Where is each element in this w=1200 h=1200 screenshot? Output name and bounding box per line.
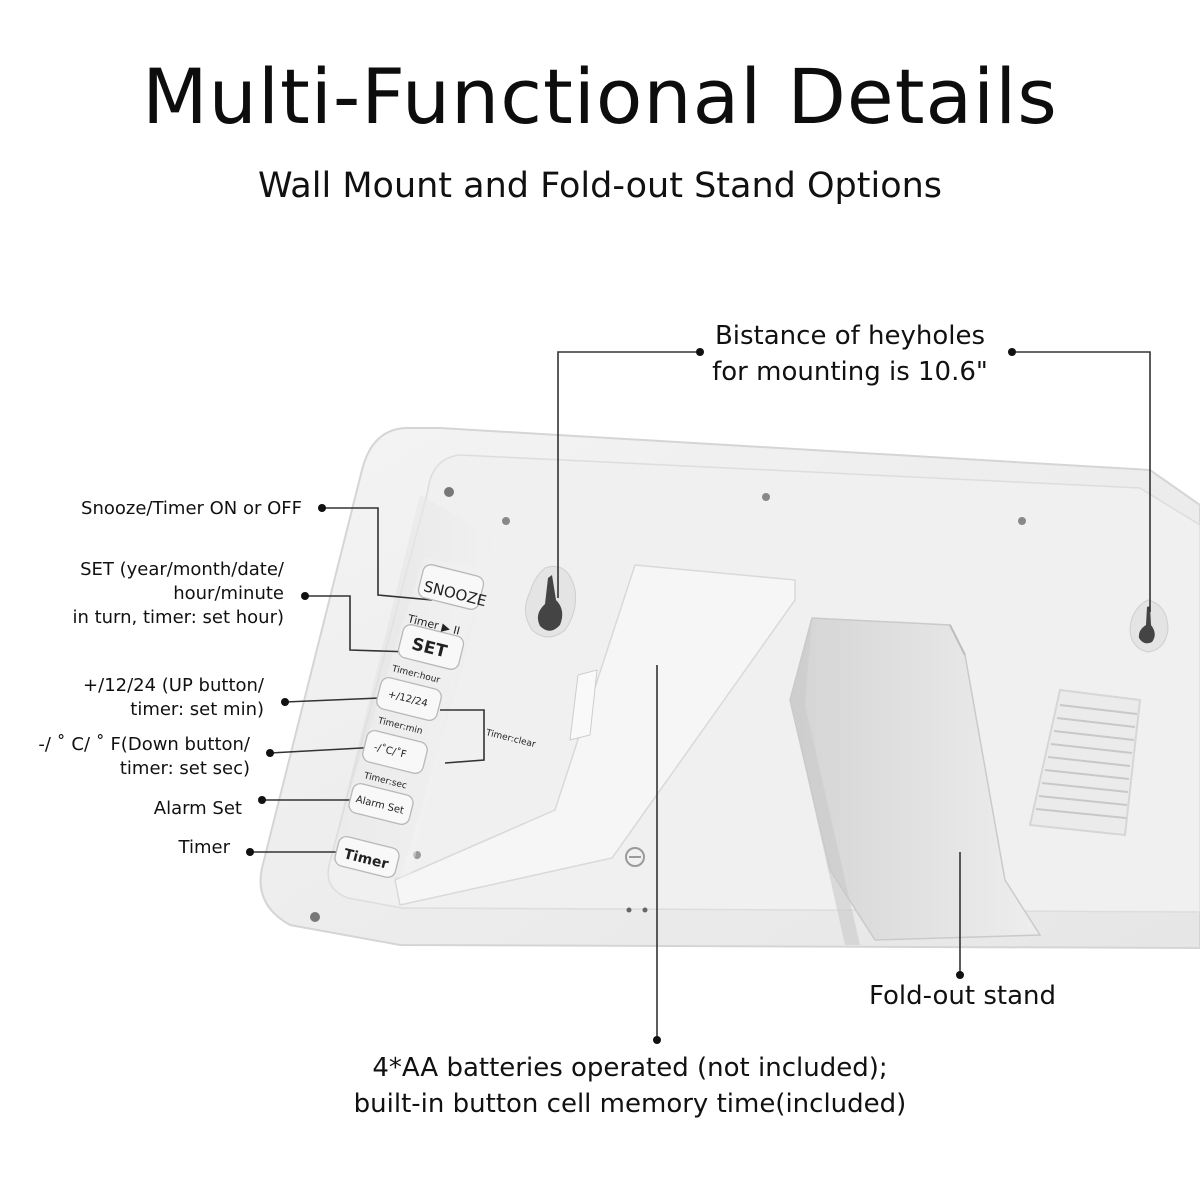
callout-stand: Fold-out stand (868, 981, 1057, 1011)
callout-set: SET (year/month/date/ hour/minute in tur… (20, 558, 284, 630)
speaker-grille (1028, 688, 1142, 837)
button-outlines (334, 564, 485, 879)
page-subtitle: Wall Mount and Fold-out Stand Options (257, 166, 943, 206)
callout-down: -/ ˚ C/ ˚ F(Down button/ timer: set sec) (10, 733, 250, 781)
screw-hole (1018, 517, 1026, 525)
screw-hole (444, 487, 454, 497)
callout-keyholes-line2: for mounting is 10.6" (712, 357, 988, 387)
callout-down-line1: -/ ˚ C/ ˚ F(Down button/ (38, 734, 250, 755)
battery-cover (394, 564, 796, 906)
callout-alarm: Alarm Set (153, 798, 242, 819)
keyhole-left (525, 565, 576, 638)
callout-set-line3: in turn, timer: set hour) (72, 607, 284, 628)
callout-up-line2: timer: set min) (130, 699, 264, 720)
callout-batteries-line2: built-in button cell memory time(include… (353, 1089, 907, 1119)
page-title: Multi-Functional Details (142, 52, 1058, 141)
screw-hole (502, 517, 510, 525)
leader-dots (246, 348, 1016, 1044)
battery-latch (569, 669, 598, 741)
callout-down-line2: timer: set sec) (119, 758, 250, 779)
battery-screw (625, 847, 645, 867)
callout-batteries: 4*AA batteries operated (not included); … (330, 1050, 930, 1122)
callout-keyholes-line1: Bistance of heyholes (714, 321, 986, 351)
callout-snooze: Snooze/Timer ON or OFF (81, 498, 302, 519)
screw-hole (762, 493, 770, 501)
callout-timer: Timer (178, 837, 230, 858)
callout-up: +/12/24 (UP button/ timer: set min) (20, 674, 264, 722)
fold-out-stand (789, 617, 1042, 945)
callout-keyholes: Bistance of heyholes for mounting is 10.… (700, 318, 1000, 390)
callout-up-line1: +/12/24 (UP button/ (83, 675, 264, 696)
screw-hole (310, 912, 320, 922)
callout-batteries-line1: 4*AA batteries operated (not included); (372, 1053, 888, 1083)
leader-lines (250, 351, 1151, 1040)
keyhole-right (1129, 599, 1169, 653)
callout-set-line2: hour/minute (173, 583, 284, 604)
callout-set-line1: SET (year/month/date/ (80, 559, 284, 580)
